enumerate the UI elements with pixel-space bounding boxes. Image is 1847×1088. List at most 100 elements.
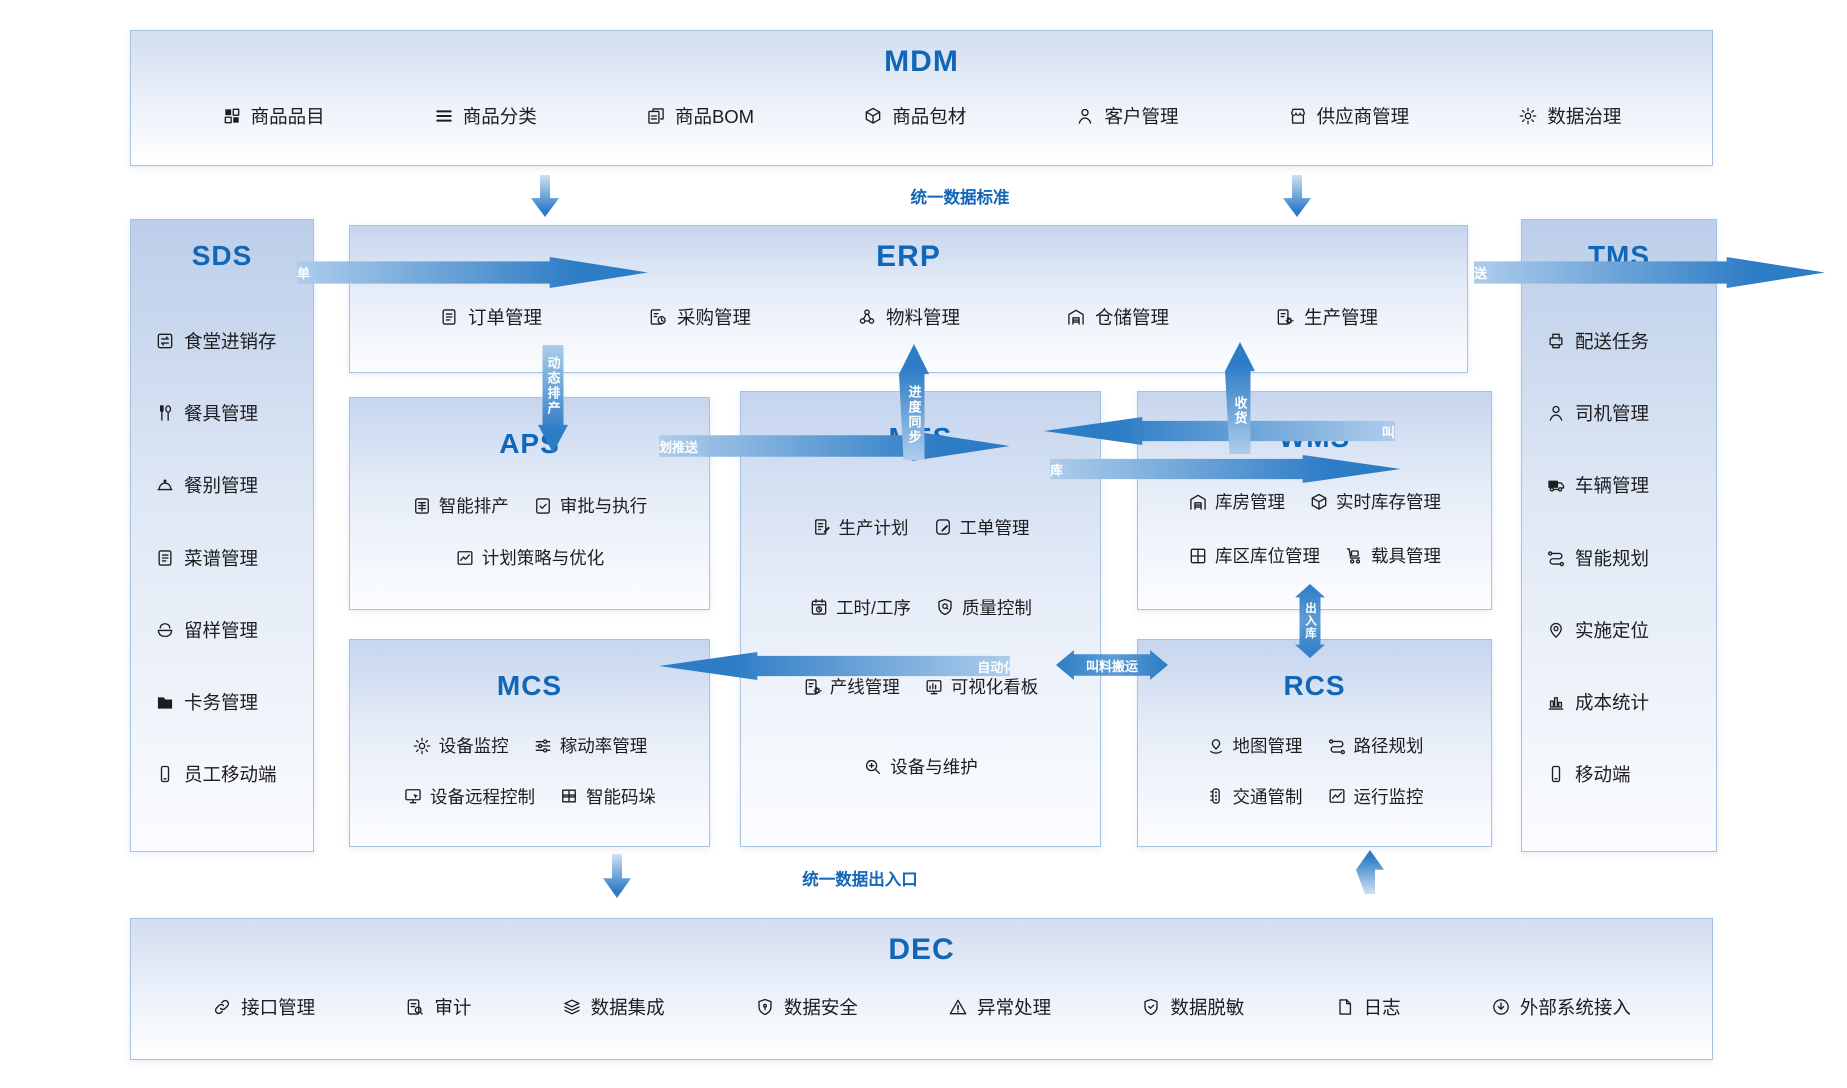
dec-items: 接口管理审计数据集成数据安全异常处理数据脱敏日志外部系统接入 <box>131 967 1712 1059</box>
arrow-auto-production: 自动化生产 <box>659 652 1010 680</box>
list-item: 智能排产 <box>412 493 509 518</box>
item-label: 采购管理 <box>676 307 751 328</box>
shield-icon <box>755 997 775 1017</box>
cube-icon <box>1309 492 1329 512</box>
item-label: 异常处理 <box>977 997 1052 1018</box>
layers-icon <box>562 997 582 1017</box>
item-label: 审计 <box>434 997 472 1018</box>
warehouse-icon <box>1188 492 1208 512</box>
list-item: 成本统计 <box>1546 689 1649 715</box>
list-item: 智能码垛 <box>559 784 656 809</box>
route-icon <box>1327 736 1347 756</box>
list-item: 实施定位 <box>1546 617 1649 643</box>
list-item: 质量控制 <box>935 595 1032 620</box>
item-label: 设备远程控制 <box>430 786 535 807</box>
mobile-icon <box>1546 764 1566 784</box>
clipboard-pencil-icon <box>933 517 953 537</box>
person-icon <box>1546 403 1566 423</box>
erp-title: ERP <box>876 240 941 273</box>
bom-doc-icon <box>646 106 666 126</box>
item-label: 审批与执行 <box>559 496 648 516</box>
list-item: 员工移动端 <box>155 761 277 787</box>
list-item: 数据脱敏 <box>1141 994 1244 1020</box>
cloche-icon <box>155 475 175 495</box>
list-item: 接口管理 <box>212 994 315 1020</box>
wms-items: 库房管理实时库存管理库区库位管理载具管理 <box>1138 454 1491 609</box>
list-item: 留样管理 <box>155 617 258 643</box>
list-item: 设备远程控制 <box>403 784 535 809</box>
pin-icon <box>1546 620 1566 640</box>
warehouse-icon <box>1066 307 1086 327</box>
item-label: 数据安全 <box>783 997 858 1018</box>
chart-line-icon <box>455 548 475 568</box>
arrow-in-out-stock: 出入库 <box>1295 584 1325 658</box>
erp-items: 订单管理 采购管理 物料管理 仓储管理 生产管理 <box>350 274 1467 372</box>
sliders-icon <box>533 736 553 756</box>
item-label: 员工移动端 <box>184 763 277 785</box>
item-label: 生产计划 <box>838 517 909 538</box>
shield-q-icon <box>935 597 955 617</box>
item-label: 留样管理 <box>184 619 259 641</box>
item-label: 餐具管理 <box>184 403 259 425</box>
list-item: 仓储管理 <box>1066 304 1169 330</box>
package-box-icon <box>863 106 883 126</box>
molecule-icon <box>857 307 877 327</box>
list-item: 菜谱管理 <box>155 545 258 571</box>
doc-clock-icon <box>648 307 668 327</box>
doc-gear-icon <box>1275 307 1295 327</box>
list-item: 设备与维护 <box>863 754 978 779</box>
item-label: 智能规划 <box>1575 547 1650 569</box>
list-item: 车辆管理 <box>1546 472 1649 498</box>
rcs-title: RCS <box>1283 670 1346 701</box>
file-icon <box>1335 997 1355 1017</box>
map-pin-icon <box>1206 736 1226 756</box>
sds-box: SDS 食堂进销存餐具管理餐别管理菜谱管理留样管理卡务管理员工移动端 <box>130 219 314 852</box>
item-label: 客户管理 <box>1104 106 1179 127</box>
tms-box: TMS 配送任务司机管理车辆管理智能规划实施定位成本统计移动端 <box>1521 219 1717 852</box>
list-item: 生产管理 <box>1275 304 1378 330</box>
item-label: 设备监控 <box>438 736 509 757</box>
item-label: 地图管理 <box>1232 736 1303 757</box>
route-icon <box>1546 548 1566 568</box>
list-item: 稼动率管理 <box>533 733 647 758</box>
item-label: 数据集成 <box>590 997 665 1018</box>
item-label: 计划策略与优化 <box>481 548 605 568</box>
item-label: 卡务管理 <box>184 691 259 713</box>
shield-check-icon <box>1141 997 1161 1017</box>
item-label: 生产管理 <box>1303 307 1378 328</box>
item-label: 实时库存管理 <box>1336 492 1441 512</box>
schedule-doc-icon <box>412 496 432 516</box>
circle-down-icon <box>1491 997 1511 1017</box>
item-label: 物料管理 <box>885 307 960 328</box>
list-item: 审计 <box>405 994 471 1020</box>
item-label: 智能码垛 <box>586 786 656 807</box>
gear-icon <box>1518 106 1538 126</box>
grid-icon <box>222 106 242 126</box>
list-item: 餐具管理 <box>155 400 258 426</box>
arrow-delivery: 配送 <box>1474 257 1825 288</box>
item-label: 实施定位 <box>1575 619 1650 641</box>
folder-icon <box>155 692 175 712</box>
item-label: 设备与维护 <box>890 757 978 778</box>
list-item: 交通管制 <box>1206 784 1303 809</box>
item-label: 载具管理 <box>1371 546 1441 566</box>
list-item: 载具管理 <box>1344 543 1441 568</box>
list-item: 库房管理 <box>1188 489 1285 514</box>
item-label: 工时/工序 <box>836 597 911 618</box>
list-item: 路径规划 <box>1327 733 1424 758</box>
dec-title: DEC <box>888 933 955 966</box>
mdm-title: MDM <box>884 45 959 78</box>
item-label: 餐别管理 <box>184 475 259 497</box>
item-label: 日志 <box>1363 997 1401 1018</box>
item-label: 订单管理 <box>467 307 542 328</box>
aps-title: APS <box>499 428 560 459</box>
tms-items: 配送任务司机管理车辆管理智能规划实施定位成本统计移动端 <box>1522 272 1716 851</box>
list-item: 实时库存管理 <box>1309 489 1441 514</box>
item-label: 智能排产 <box>438 496 509 516</box>
list-item: 数据集成 <box>562 994 665 1020</box>
list-item: 生产计划 <box>812 515 909 540</box>
monitor-cursor-icon <box>403 786 423 806</box>
item-label: 运行监控 <box>1353 786 1424 807</box>
magnifier-icon <box>863 757 883 777</box>
